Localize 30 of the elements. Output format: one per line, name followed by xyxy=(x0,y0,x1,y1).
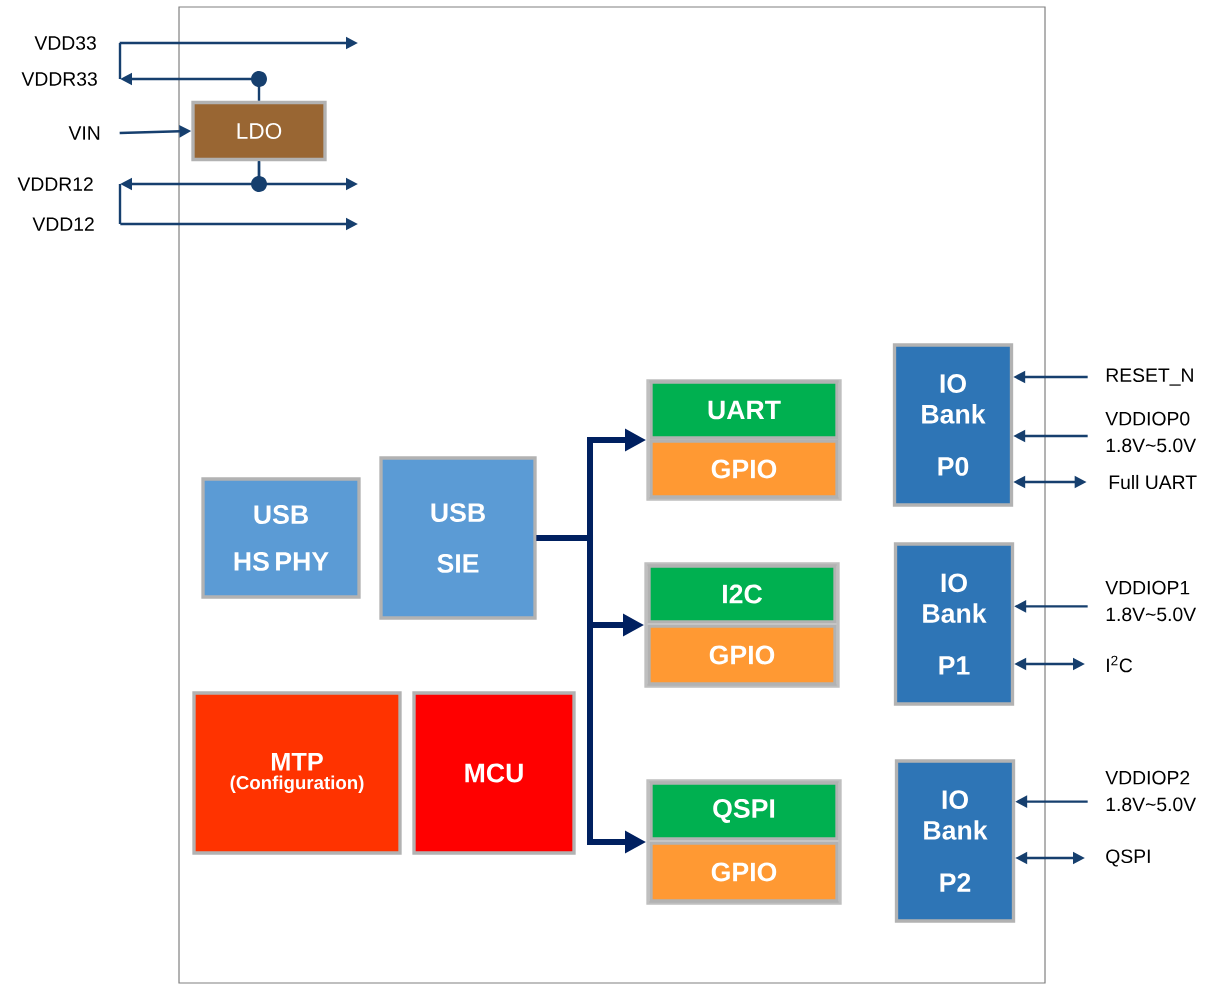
pin-label: VDDIOP1 1.8V~5.0V xyxy=(1105,580,1196,622)
function-block: GPIO xyxy=(647,624,837,686)
interface-group xyxy=(646,779,842,905)
interface-group xyxy=(646,379,842,501)
pin-label: I$^{2}$C xyxy=(1107,655,1133,673)
pin-label: VDDIOP0 1.8V~5.0V xyxy=(1105,411,1196,453)
pin-label: VIN xyxy=(68,126,100,140)
pin-label: VDD33 xyxy=(34,36,96,50)
pin-label: VDDR12 xyxy=(17,177,93,191)
function-block: I2C xyxy=(647,564,837,624)
interface-group xyxy=(644,562,840,688)
function-block: GPIO xyxy=(649,439,839,499)
pin-label: VDDR33 xyxy=(21,72,97,86)
function-block: USB HS PHY xyxy=(201,477,361,599)
pin-label: RESET_N xyxy=(1106,368,1193,386)
function-block: MTP (Configuration) xyxy=(192,691,402,855)
function-block: GPIO xyxy=(649,841,839,903)
function-block: IO Bank P2 xyxy=(894,759,1016,923)
function-block: USB SIE xyxy=(379,456,537,620)
function-block: IO Bank P1 xyxy=(893,542,1015,706)
pin-label: QSPI xyxy=(1106,849,1150,867)
function-block: IO Bank P0 xyxy=(892,343,1014,507)
regulator-block: LDO xyxy=(191,100,327,162)
function-block: MCU xyxy=(412,691,576,855)
pin-label: VDDIOP2 1.8V~5.0V xyxy=(1105,770,1196,812)
pin-label: VDD12 xyxy=(32,217,94,231)
pin-label: Full UART xyxy=(1109,474,1197,490)
chip-outline xyxy=(178,6,1046,984)
function-block: QSPI xyxy=(649,781,839,841)
function-block: UART xyxy=(649,380,839,440)
